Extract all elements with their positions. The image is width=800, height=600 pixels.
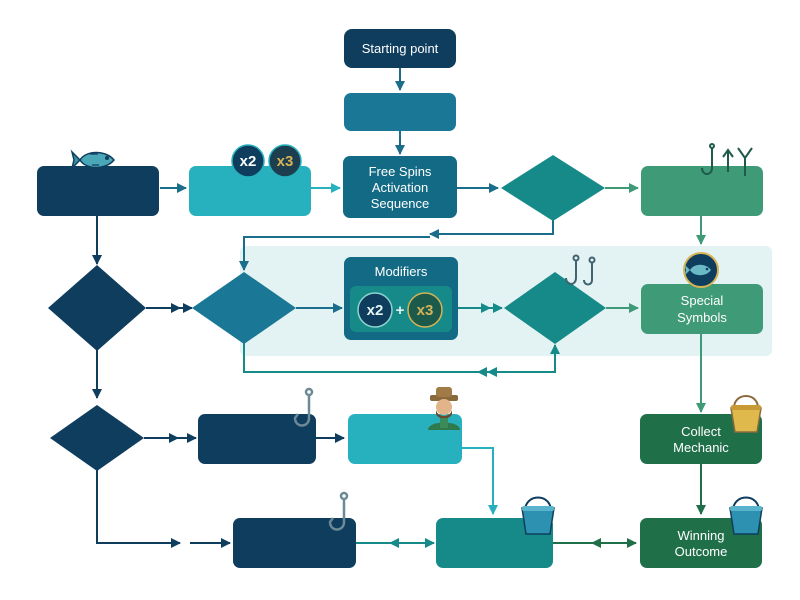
- multiplier-badge-icon: x2 x3: [231, 144, 302, 178]
- free-spins-node[interactable]: [343, 156, 457, 218]
- decision-diamond-right-row2[interactable]: [504, 272, 606, 344]
- connectors: [92, 68, 706, 548]
- start-label: Starting point: [362, 41, 439, 56]
- green-box-row1[interactable]: [641, 166, 763, 216]
- process-box-top[interactable]: [344, 93, 456, 131]
- teal-box-row4[interactable]: [436, 518, 553, 568]
- bucket-icon: [730, 395, 762, 433]
- free-spins-label-line1: Free Spins: [369, 164, 432, 179]
- collect-mechanic-node[interactable]: [640, 414, 762, 464]
- navy-box-row3[interactable]: [198, 414, 316, 464]
- navy-box-row4[interactable]: [233, 518, 356, 568]
- edge-bottom-loop: [243, 343, 560, 373]
- navy-box-row1[interactable]: [37, 166, 159, 216]
- collect-mechanic-label-line1: Collect: [681, 424, 721, 439]
- winning-outcome-node[interactable]: [640, 518, 762, 568]
- multiplier-x2-badge[interactable]: [357, 292, 393, 328]
- multiplier-x3-badge[interactable]: [407, 292, 443, 328]
- cyan-box-row1[interactable]: [189, 166, 311, 216]
- fishing-hooks-icon: [565, 254, 596, 286]
- decision-diamond-row1[interactable]: [501, 155, 605, 221]
- edge-row3-diamond-down: [96, 470, 160, 544]
- start-node[interactable]: [344, 29, 456, 68]
- badge-x3-label: x3: [277, 153, 294, 170]
- edge-loop-to-row2-diamond: [239, 236, 430, 271]
- fish-medallion-icon: [683, 252, 719, 288]
- edge-cyan3-to-teal-bottom: [462, 447, 498, 515]
- badge-x2-label: x2: [240, 153, 257, 170]
- multiplier-x3-label: x3: [417, 302, 434, 319]
- free-spins-label-line2: Activation: [372, 180, 428, 195]
- collect-mechanic-label-line2: Mechanic: [673, 440, 729, 455]
- fishing-hook-icon: [293, 387, 314, 427]
- fisherman-icon: [428, 387, 460, 430]
- edge-diamond-loop-back: [429, 219, 554, 239]
- special-symbols-label-line1: Special: [681, 293, 724, 308]
- winning-outcome-label-line1: Winning: [678, 528, 725, 543]
- bucket-icon: [521, 496, 555, 535]
- free-spins-label-line3: Sequence: [371, 196, 430, 211]
- multiplier-plus: +: [396, 302, 405, 319]
- multiplier-x2-label: x2: [367, 302, 384, 319]
- fish-icon: [70, 149, 115, 171]
- winning-outcome-label-line2: Outcome: [675, 544, 728, 559]
- modifiers-label: Modifiers: [375, 264, 428, 279]
- decision-diamond-left-row2[interactable]: [48, 265, 146, 351]
- hooks-and-fish-tail-icon: [701, 143, 753, 176]
- decision-diamond-row2[interactable]: [192, 272, 296, 344]
- bucket-icon: [729, 496, 763, 535]
- special-symbols-label-line2: Symbols: [677, 310, 727, 325]
- decision-diamond-row3[interactable]: [50, 405, 144, 471]
- special-symbols-node[interactable]: [641, 284, 763, 334]
- fishing-hook-icon: [328, 491, 349, 531]
